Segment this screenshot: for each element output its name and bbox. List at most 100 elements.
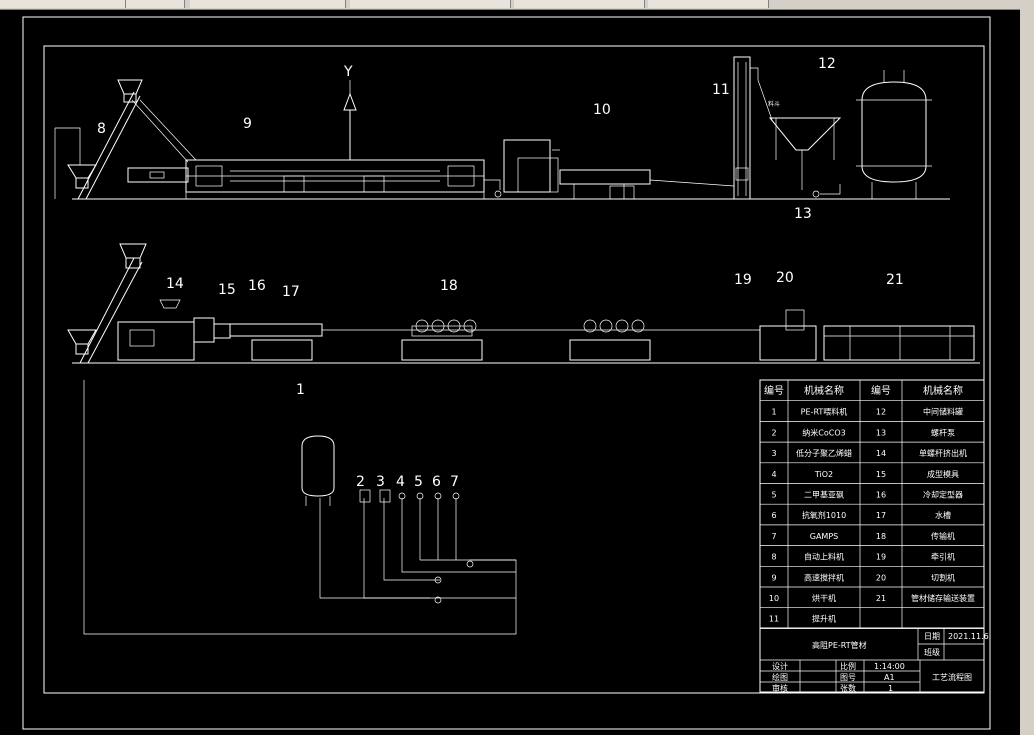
table-cell: 中间储料罐 [923,407,963,417]
date-label: 日期 [924,632,940,641]
table-cell: 6 [771,511,776,520]
sheets-value: 1 [888,684,893,693]
table-cell: 提升机 [812,614,836,624]
drawing-canvas[interactable]: 8 9 10 11 12 13 Y 14 15 16 17 18 19 20 2… [0,9,1020,735]
table-cell: 8 [771,553,776,562]
table-cell: 水槽 [935,510,951,520]
callout-18: 18 [440,278,458,294]
callout-20: 20 [776,270,794,286]
table-cell: 4 [771,470,776,479]
table-cell: 螺杆泵 [931,427,955,437]
callouts: 8 9 10 11 12 13 Y 14 15 16 17 18 19 20 2… [97,56,904,490]
product-name: 高阻PE-RT管材 [812,640,867,650]
sheet-no-value: A1 [884,673,895,682]
table-cell: 5 [771,491,776,500]
title-block: 高阻PE-RT管材 日期 2021.11.6 班级 设计 绘图 审核 比例 1:… [759,627,989,693]
callout-12: 12 [818,56,836,72]
table-header: 编号 [764,384,784,397]
tank-small-label: 料斗 [768,100,780,108]
table-cell: 高速搅拌机 [804,572,844,582]
toolbar-dropdown[interactable] [190,0,346,8]
table-cell: 自动上料机 [804,552,844,562]
sheets-label: 张数 [840,683,856,693]
table-cell: 12 [876,408,886,417]
callout-6: 6 [432,474,441,490]
inner-frame [43,45,985,694]
callout-10: 10 [593,102,611,118]
callout-9: 9 [243,116,252,132]
sheet-no-label: 图号 [840,673,856,682]
table-cell: 14 [876,449,886,458]
callout-3: 3 [376,474,385,490]
callout-8: 8 [97,121,106,137]
table-cell: PE-RT喂料机 [801,407,848,417]
arrow-label: Y [343,64,353,80]
table-cell: 1 [771,408,776,417]
scale-value: 1:14:00 [874,662,905,671]
toolbar-segment[interactable] [0,0,126,8]
drawing-name: 工艺流程图 [932,672,972,682]
table-cell: 抗氧剂1010 [802,510,846,520]
table-header: 机械名称 [804,384,844,397]
table-cell: 15 [876,470,886,479]
table-cell: 9 [771,573,776,582]
table-cell: 烘干机 [812,593,836,603]
callout-19: 19 [734,272,752,288]
date-value: 2021.11.6 [948,632,989,641]
review-label: 审核 [772,683,788,693]
outer-frame [22,16,991,730]
table-cell: 21 [876,594,886,603]
table-cell: TiO2 [814,470,833,479]
table-cell: 10 [769,594,779,603]
line1-equipment [54,56,950,200]
callout-14: 14 [166,276,184,292]
callout-4: 4 [396,474,405,490]
callout-5: 5 [414,474,423,490]
table-cell: 17 [876,511,886,520]
equipment-table: 编号 机械名称 编号 机械名称 1 PE-RT喂料机 12 中间储料罐 2 纳米CoCO3 13 螺杆… [759,379,985,629]
table-cell: 二甲基亚砜 [804,490,844,500]
callout-21: 21 [886,272,904,288]
table-cell: 传输机 [931,531,955,541]
callout-2: 2 [356,474,365,490]
table-cell: 切割机 [931,572,955,582]
callout-17: 17 [282,284,300,300]
vertical-scrollbar[interactable] [1020,9,1034,735]
table-cell: 冷却定型器 [923,490,963,500]
window-toolbar [0,0,1034,10]
table-cell: 19 [876,553,886,562]
toolbar-dropdown[interactable] [350,0,511,8]
callout-1: 1 [296,382,305,398]
table-cell: 3 [771,449,776,458]
feed-system [83,380,517,635]
table-cell: 20 [876,573,886,582]
callout-15: 15 [218,282,236,298]
callout-7: 7 [450,474,459,490]
table-cell: 11 [769,615,779,624]
table-cell: 纳米CoCO3 [802,427,845,437]
table-header: 编号 [871,384,891,397]
table-cell: 低分子聚乙烯蜡 [796,448,852,458]
table-cell: 2 [771,428,776,437]
callout-11: 11 [712,82,730,98]
table-header: 机械名称 [923,384,963,397]
table-cell: 成型模具 [927,469,959,479]
scale-label: 比例 [840,661,856,671]
callout-13: 13 [794,206,812,222]
table-cell: 管材储存输送装置 [911,593,975,603]
class-label: 班级 [924,647,940,657]
callout-16: 16 [248,278,266,294]
toolbar-icons[interactable] [126,0,185,8]
table-cell: 牵引机 [931,552,955,562]
table-cell: 13 [876,428,886,437]
table-cell: 7 [771,532,776,541]
toolbar-dropdown[interactable] [514,0,645,8]
design-label: 设计 [772,661,788,671]
toolbar-dropdown[interactable] [648,0,769,8]
table-cell: GAMPS [810,532,838,541]
line2-equipment [67,243,980,364]
table-cell: 18 [876,532,886,541]
table-cell: 16 [876,491,886,500]
table-cell: 单螺杆挤出机 [919,448,967,458]
drawing-label: 绘图 [772,672,788,682]
